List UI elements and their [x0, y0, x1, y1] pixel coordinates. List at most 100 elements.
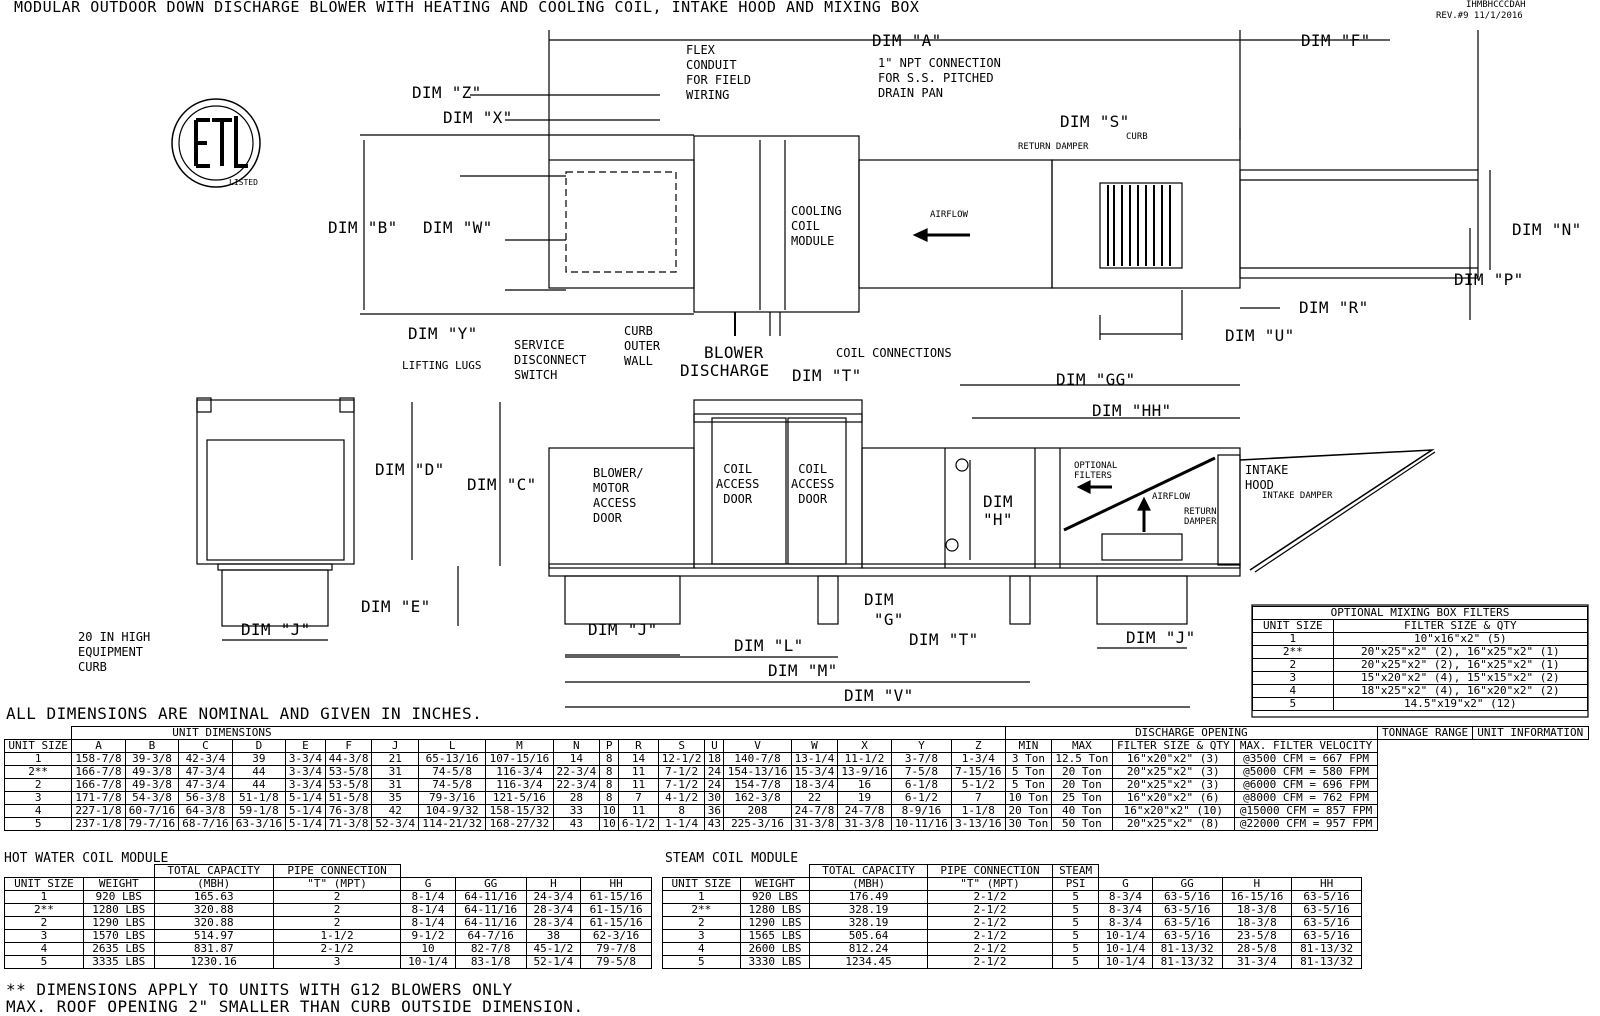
unit-cell: 168-27/32	[485, 817, 554, 831]
unit-cell: 42-3/4	[178, 752, 233, 766]
steam-header-cell: PSI	[1052, 877, 1100, 891]
unit-cell: 43	[552, 817, 601, 831]
steam-cell: 63-5/16	[1151, 929, 1223, 943]
mixing-box-cell: 20"x25"x2" (2), 16"x25"x2" (1)	[1332, 645, 1589, 659]
mixing-box-cell: 15"x20"x2" (4), 15"x15"x2" (2)	[1332, 671, 1589, 685]
hot-water-header-cell: GG	[454, 877, 527, 891]
steam-header-cell: H	[1221, 877, 1293, 891]
hot-water-cell: 165.63	[153, 890, 274, 904]
unit-cell: 10	[599, 817, 620, 831]
unit-cell: 12.5 Ton	[1051, 752, 1113, 766]
unit-cell: 4-1/2	[657, 791, 706, 805]
unit-header-cell: F	[324, 739, 373, 753]
unit-cell: 5-1/4	[285, 791, 326, 805]
unit-cell: 8-9/16	[890, 804, 953, 818]
unit-header-cell: M	[485, 739, 554, 753]
unit-header-cell: UNIT SIZE	[3, 739, 73, 753]
dim-v-label: DIM "V"	[844, 686, 914, 705]
drawing-title: MODULAR OUTDOOR DOWN DISCHARGE BLOWER WI…	[14, 0, 920, 16]
unit-cell: 3-13/16	[951, 817, 1006, 831]
dim-u-label: DIM "U"	[1225, 326, 1295, 345]
unit-cell: 154-7/8	[723, 778, 792, 792]
unit-cell: 10 Ton	[1004, 791, 1053, 805]
hot-water-cell: 831.87	[153, 942, 274, 956]
unit-header-cell: R	[618, 739, 659, 753]
dim-s-label: DIM "S"	[1060, 112, 1130, 131]
hot-water-cell: 10-1/4	[400, 955, 456, 969]
dim-j-label-side: DIM "J"	[588, 620, 658, 639]
hot-water-cell: 79-5/8	[580, 955, 652, 969]
unit-cell: @8000 CFM = 762 FPM	[1234, 791, 1379, 805]
dim-y-label: DIM "Y"	[408, 324, 478, 343]
unit-cell: 22	[790, 791, 839, 805]
mixing-box-cell: 2	[1252, 658, 1334, 672]
unit-cell: 10-11/16	[890, 817, 953, 831]
hot-water-cell: 10	[400, 942, 456, 956]
unit-cell: 20 Ton	[1051, 778, 1113, 792]
unit-header-cell: MAX. FILTER VELOCITY	[1234, 739, 1379, 753]
hot-water-cell: 2635 LBS	[82, 942, 155, 956]
unit-cell: 44	[231, 778, 287, 792]
hot-water-cell: 4	[4, 942, 84, 956]
steam-table: TOTAL CAPACITY PIPE CONNECTION STEAM UNI…	[662, 864, 1362, 969]
unit-cell: 31-3/8	[837, 817, 892, 831]
unit-cell: 16"x20"x2" (6)	[1111, 791, 1236, 805]
steam-cell: 8-3/4	[1098, 916, 1153, 930]
hot-water-cell: 3335 LBS	[82, 955, 155, 969]
unit-cell: 116-3/4	[485, 765, 554, 779]
unit-cell: 5-1/4	[285, 804, 326, 818]
unit-header-cell: J	[371, 739, 420, 753]
unit-cell: 107-15/16	[485, 752, 554, 766]
drawing-labels: LISTED DIM "A" DIM "F" DIM "Z" DIM "X" D…	[78, 31, 1581, 705]
top-view	[360, 30, 1491, 340]
mixing-box-cell: 14.5"x19"x2" (12)	[1332, 697, 1589, 711]
unit-cell: @3500 CFM = 667 FPM	[1234, 752, 1379, 766]
hot-water-cell: 3	[4, 929, 84, 943]
steam-cell: 1280 LBS	[739, 903, 811, 917]
steam-cell: 328.19	[809, 916, 928, 930]
dim-l-label: DIM "L"	[734, 636, 804, 655]
steam-cell: 23-5/8	[1221, 929, 1293, 943]
unit-cell: 1-1/4	[657, 817, 706, 831]
unit-cell: 6-1/2	[890, 791, 953, 805]
unit-cell: 5-1/2	[951, 778, 1006, 792]
unit-header-cell: S	[657, 739, 706, 753]
hot-water-cell: 1-1/2	[272, 929, 402, 943]
etl-listed: LISTED	[229, 178, 258, 187]
unit-cell: 7	[618, 791, 659, 805]
hot-water-header-cell: UNIT SIZE	[4, 877, 84, 891]
hot-water-cell: 1	[4, 890, 84, 904]
unit-cell: 3-3/4	[285, 752, 326, 766]
unit-cell: 39-3/8	[124, 752, 180, 766]
unit-cell: 42	[371, 804, 420, 818]
unit-header-cell: C	[178, 739, 233, 753]
steam-cell: 10-1/4	[1098, 929, 1153, 943]
unit-cell: 8	[599, 778, 620, 792]
hot-water-cell: 83-1/8	[454, 955, 527, 969]
mixing-box-cell: 4	[1252, 684, 1334, 698]
unit-cell: 50 Ton	[1051, 817, 1113, 831]
doc-code: IHMBHCCCDAH	[1466, 0, 1526, 10]
hot-water-cell: 61-15/16	[580, 903, 652, 917]
unit-cell: 76-3/8	[324, 804, 373, 818]
steam-cell: 63-5/16	[1291, 929, 1362, 943]
unit-cell: 59-1/8	[231, 804, 287, 818]
unit-cell: 49-3/8	[124, 765, 180, 779]
unit-cell: 116-3/4	[485, 778, 554, 792]
unit-cell: 31	[371, 778, 420, 792]
hot-water-header-cell: "T" (MPT)	[272, 877, 402, 891]
hot-water-cell: 2**	[4, 903, 84, 917]
steam-cell: 63-5/16	[1151, 903, 1223, 917]
mixing-box-row: 2**20"x25"x2" (2), 16"x25"x2" (1)	[1252, 645, 1589, 659]
unit-cell: 51-5/8	[324, 791, 373, 805]
unit-cell: 44	[231, 765, 287, 779]
